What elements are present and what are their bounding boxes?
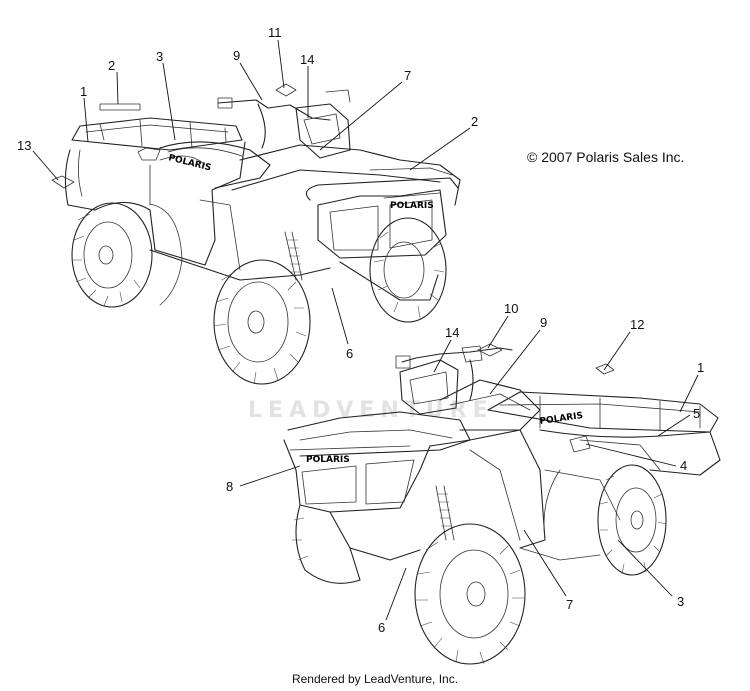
callout-7-bottom: 7 bbox=[566, 597, 573, 612]
footer-credit: Rendered by LeadVenture, Inc. bbox=[291, 672, 459, 686]
decal-2-top bbox=[99, 103, 141, 111]
callout-6-bottom: 6 bbox=[378, 620, 385, 635]
callout-2-top: 2 bbox=[108, 58, 115, 73]
callout-3-bottom: 3 bbox=[677, 594, 684, 609]
callout-3-top: 3 bbox=[156, 49, 163, 64]
callout-14-bottom: 14 bbox=[445, 325, 459, 340]
callout-14-top: 14 bbox=[300, 52, 314, 67]
callout-7-top: 7 bbox=[404, 68, 411, 83]
atv-top: POLARIS POLARIS bbox=[51, 83, 461, 385]
callout-1-bottom: 1 bbox=[697, 360, 704, 375]
callout-10: 10 bbox=[504, 301, 518, 316]
leader-lines bbox=[32, 39, 699, 621]
callout-11: 11 bbox=[268, 25, 282, 40]
decal-10 bbox=[477, 343, 503, 357]
callout-13: 13 bbox=[17, 138, 31, 153]
callout-9-top: 9 bbox=[233, 48, 240, 63]
polaris-logo-decal: POLARIS bbox=[539, 411, 584, 427]
decal-13 bbox=[51, 175, 75, 189]
callout-12: 12 bbox=[630, 317, 644, 332]
callouts: 1 2 3 13 9 11 14 7 2 6 10 9 14 12 1 5 4 … bbox=[17, 25, 704, 635]
callout-1-top: 1 bbox=[80, 84, 87, 99]
decal-12 bbox=[595, 363, 615, 375]
callout-5: 5 bbox=[693, 406, 700, 421]
decal-11 bbox=[275, 83, 297, 97]
callout-6-top: 6 bbox=[346, 346, 353, 361]
polaris-logo-decal: POLARIS bbox=[167, 153, 212, 173]
callout-9-bottom: 9 bbox=[540, 315, 547, 330]
polaris-logo-decal: POLARIS bbox=[390, 201, 434, 211]
callout-8: 8 bbox=[226, 479, 233, 494]
atv-bottom: POLARIS POLARIS bbox=[283, 343, 721, 665]
callout-2-right: 2 bbox=[471, 114, 478, 129]
callout-4: 4 bbox=[680, 458, 687, 473]
polaris-logo-decal: POLARIS bbox=[306, 455, 350, 465]
copyright-notice: © 2007 Polaris Sales Inc. bbox=[527, 149, 685, 165]
